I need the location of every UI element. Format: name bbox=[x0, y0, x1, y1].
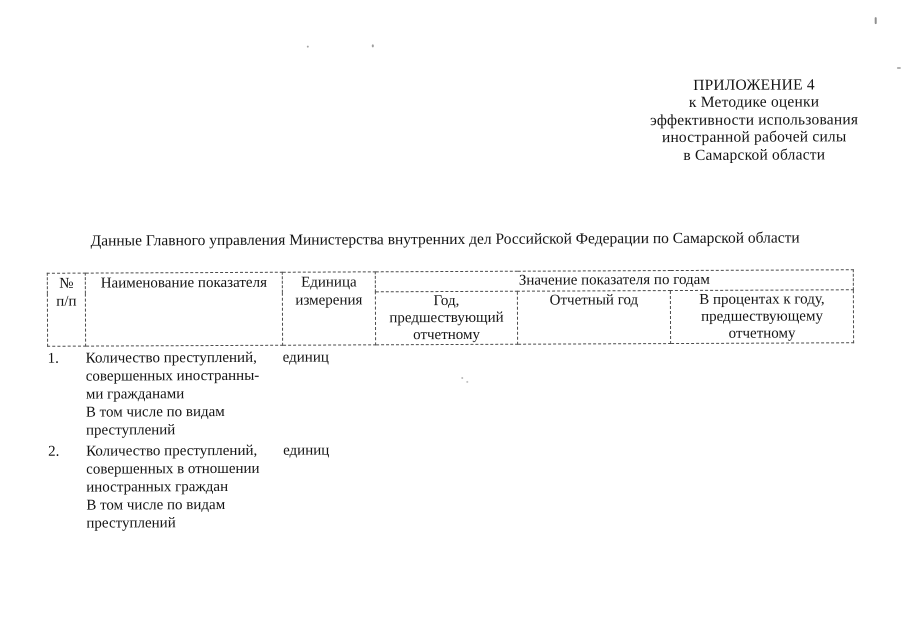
scan-speck bbox=[896, 67, 901, 70]
document-title: Данные Главного управления Министерства … bbox=[90, 229, 800, 250]
cell-indicator: Количество преступлений, совершенных в о… bbox=[86, 442, 260, 532]
indicators-table: № п/п Наименование показателя Единица из… bbox=[47, 269, 855, 532]
cell-indicator: Количество преступлений, совершенных ино… bbox=[85, 349, 260, 439]
scan-speck bbox=[874, 17, 877, 25]
table-row: 2. Количество преступлений, совершенных … bbox=[48, 436, 854, 533]
scan-speck bbox=[306, 45, 309, 48]
cell-num: 2. bbox=[48, 443, 60, 460]
col-header-report-year: Отчетный год bbox=[517, 290, 671, 344]
cell-unit: единиц bbox=[283, 442, 330, 459]
cell-prev-year bbox=[376, 437, 518, 531]
col-header-values-group: Значение показателя по годам bbox=[375, 269, 854, 292]
table-row: 1. Количество преступлений, совершенных … bbox=[48, 342, 854, 439]
col-header-indicator: Наименование показателя bbox=[85, 272, 283, 346]
cell-report-year bbox=[518, 343, 671, 437]
cell-prev-year bbox=[376, 344, 518, 438]
appendix-heading: ПРИЛОЖЕНИЕ 4 к Методике оценки эффективн… bbox=[650, 76, 859, 164]
col-header-unit: Единица измерения bbox=[282, 271, 376, 345]
cell-percent bbox=[671, 342, 854, 436]
scan-speck bbox=[466, 380, 469, 383]
col-header-percent: В процентах к году, предшествующему отче… bbox=[670, 289, 854, 344]
cell-percent bbox=[671, 436, 854, 530]
scan-speck bbox=[461, 376, 464, 379]
scan-speck bbox=[371, 44, 374, 48]
col-header-num: № п/п bbox=[47, 273, 86, 346]
cell-unit: единиц bbox=[282, 349, 329, 366]
col-header-prev-year: Год, предшествующий отчетному bbox=[375, 291, 518, 345]
cell-report-year bbox=[518, 437, 671, 531]
cell-num: 1. bbox=[47, 350, 59, 367]
